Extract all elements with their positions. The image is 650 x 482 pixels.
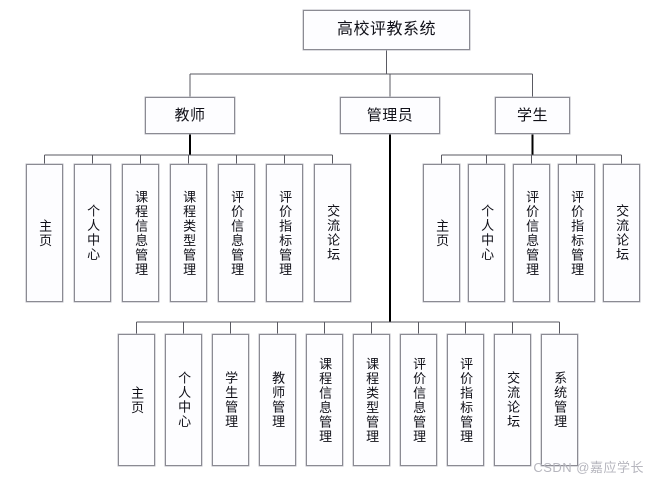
node-s-eval-info[interactable]: 评价信息管理	[513, 164, 550, 302]
node-label: 评价信息管理	[229, 189, 245, 277]
node-label: 评价指标管理	[569, 189, 585, 277]
watermark-label: CSDN @嘉应学长	[533, 460, 644, 475]
node-label: 学生管理	[223, 371, 239, 429]
node-s-eval-index[interactable]: 评价指标管理	[558, 164, 595, 302]
node-label: 主页	[37, 218, 53, 248]
node-t-forum[interactable]: 交流论坛	[314, 164, 351, 302]
node-a-teacher-mgr[interactable]: 教师管理	[259, 334, 296, 466]
node-t-home[interactable]: 主页	[26, 164, 63, 302]
node-a-home[interactable]: 主页	[118, 334, 155, 466]
node-label: 主页	[434, 218, 450, 248]
role-node-teacher[interactable]: 教师	[145, 97, 235, 134]
node-root[interactable]: 高校评教系统	[303, 10, 470, 50]
node-label: 个人中心	[85, 204, 101, 262]
node-a-profile[interactable]: 个人中心	[165, 334, 202, 466]
node-label: 交流论坛	[614, 204, 630, 262]
node-a-course-info[interactable]: 课程信息管理	[306, 334, 343, 466]
node-label: 学生	[516, 106, 548, 124]
node-a-forum[interactable]: 交流论坛	[494, 334, 531, 466]
node-label: 评价指标管理	[277, 189, 293, 277]
node-a-eval-info[interactable]: 评价信息管理	[400, 334, 437, 466]
node-s-profile[interactable]: 个人中心	[468, 164, 505, 302]
node-label: 个人中心	[479, 204, 495, 262]
node-label: 管理员	[366, 106, 414, 124]
node-label: 交流论坛	[325, 204, 341, 262]
node-a-eval-index[interactable]: 评价指标管理	[447, 334, 484, 466]
node-a-student-mgr[interactable]: 学生管理	[212, 334, 249, 466]
node-label: 教师管理	[270, 371, 286, 429]
role-node-admin[interactable]: 管理员	[340, 97, 440, 134]
node-label: 评价信息管理	[411, 356, 427, 444]
node-label: 课程信息管理	[133, 189, 149, 277]
node-label: 高校评教系统	[336, 20, 436, 38]
node-label: 系统管理	[552, 371, 568, 429]
node-t-eval-info[interactable]: 评价信息管理	[218, 164, 255, 302]
node-a-course-type[interactable]: 课程类型管理	[353, 334, 390, 466]
node-label: 交流论坛	[505, 371, 521, 429]
node-t-profile[interactable]: 个人中心	[74, 164, 111, 302]
node-t-course-type[interactable]: 课程类型管理	[170, 164, 207, 302]
node-s-forum[interactable]: 交流论坛	[603, 164, 640, 302]
node-label: 个人中心	[176, 371, 192, 429]
node-label: 课程类型管理	[181, 189, 197, 277]
node-label: 课程类型管理	[364, 356, 380, 444]
node-s-home[interactable]: 主页	[423, 164, 460, 302]
node-label: 评价指标管理	[458, 356, 474, 444]
role-node-student[interactable]: 学生	[495, 97, 570, 134]
node-a-system-mgr[interactable]: 系统管理	[541, 334, 578, 466]
node-t-eval-index[interactable]: 评价指标管理	[266, 164, 303, 302]
node-label: 课程信息管理	[317, 356, 333, 444]
node-t-course-info[interactable]: 课程信息管理	[122, 164, 159, 302]
node-label: 教师	[174, 106, 206, 124]
node-label: 评价信息管理	[524, 189, 540, 277]
node-label: 主页	[129, 385, 145, 415]
